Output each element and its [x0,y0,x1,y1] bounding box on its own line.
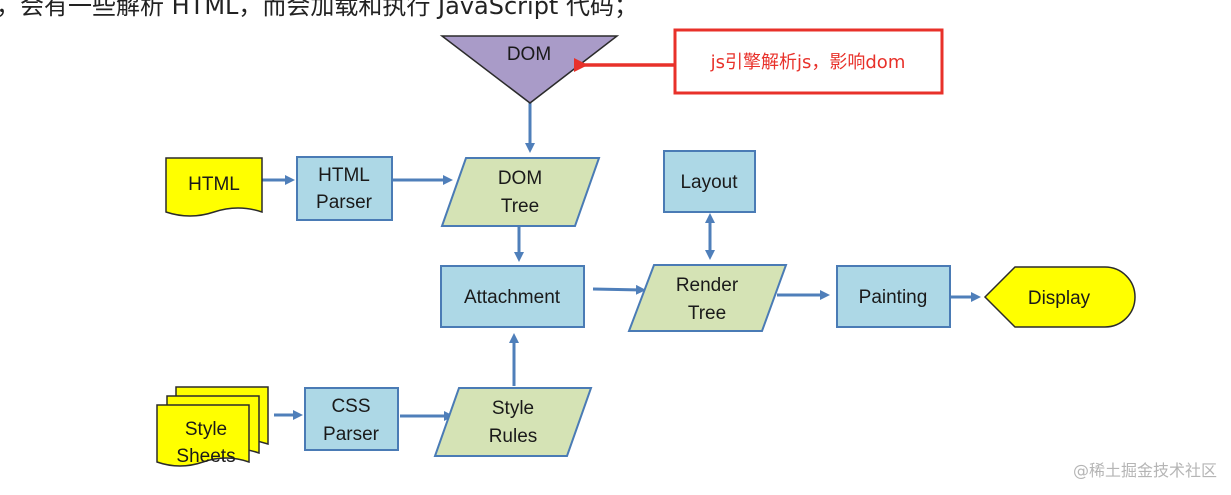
render-tree-label-1: Render [676,275,739,296]
css-parser-shape [304,387,399,451]
connectors [262,103,981,421]
callout-box [673,28,944,95]
html-shape [165,157,263,217]
dom-tree-label-1: DOM [498,168,542,189]
callout-text: js引擎解析js，影响dom [710,52,906,73]
watermark: @稀土掘金技术社区 [1072,461,1217,480]
style-sheets-label-2: Sheets [176,446,235,467]
dom-node: DOM [439,35,620,104]
style-rules-node: Style Rules [433,387,593,457]
style-rules-label-1: Style [492,398,534,419]
layout-shape [663,150,756,213]
style-sheets-shape-front [156,404,250,467]
arrow-attachment-to-rendertree [592,284,646,295]
top-text: ，会有一些解析 HTML，而会加载和执行 JavaScript 代码； [0,0,638,20]
painting-shape [836,265,951,328]
html-parser-node: HTML Parser [296,156,393,221]
html-parser-label-2: Parser [316,192,373,213]
html-node: HTML [165,157,263,217]
attachment-shape [440,265,585,328]
dom-tree-label-2: Tree [501,196,539,217]
display-label: Display [1028,288,1091,309]
css-parser-label-1: CSS [331,396,370,417]
render-tree-node: Render Tree [627,264,788,332]
html-label: HTML [188,174,240,195]
painting-node: Painting [836,265,951,328]
dom-tree-node: DOM Tree [440,157,601,227]
style-sheets-node: Style Sheets [156,386,269,467]
layout-node: Layout [663,150,756,213]
style-rules-label-2: Rules [489,426,538,447]
dom-label: DOM [507,44,551,65]
css-parser-node: CSS Parser [304,387,399,451]
display-shape [983,266,1136,328]
layout-label: Layout [680,172,738,193]
style-rules-shape [433,387,593,457]
painting-label: Painting [859,287,928,308]
css-parser-label-2: Parser [323,424,380,445]
callout: js引擎解析js，影响dom [574,28,944,95]
display-node: Display [983,266,1136,328]
render-tree-shape [627,264,788,332]
style-sheets-label-1: Style [185,419,227,440]
html-parser-shape [296,156,393,221]
attachment-label: Attachment [464,287,561,308]
render-tree-label-2: Tree [688,303,726,324]
html-parser-label-1: HTML [318,165,370,186]
dom-shape [439,35,620,104]
dom-tree-shape [440,157,601,227]
attachment-node: Attachment [440,265,585,328]
